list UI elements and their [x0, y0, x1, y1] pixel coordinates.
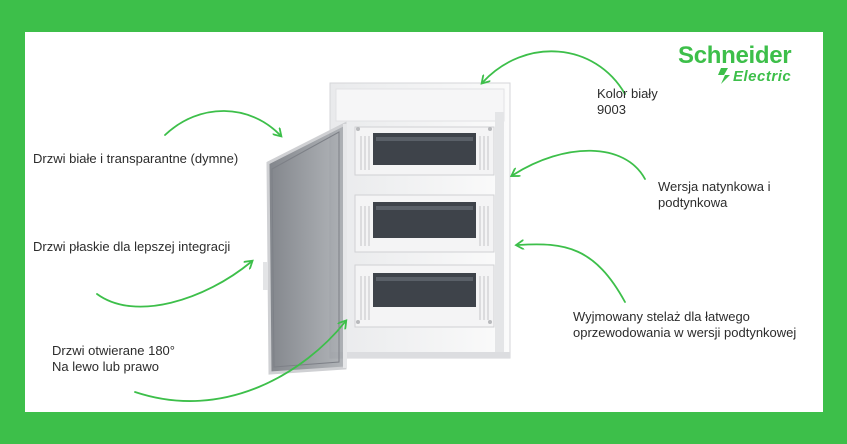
- label-frame: Wyjmowany stelaż dla łatwego oprzewodowa…: [573, 309, 797, 340]
- arrow-frame: [518, 244, 626, 303]
- arrow-doors-types: [164, 110, 280, 135]
- schneider-electric-logo: Schneider Electric: [678, 42, 792, 85]
- din-row-1: [354, 126, 495, 176]
- label-opening: Drzwi otwierane 180° Na lewo lub prawo: [52, 343, 175, 374]
- content-card: Kolor biały 9003 Drzwi białe i transpara…: [25, 32, 823, 412]
- din-row-2: [354, 194, 495, 253]
- brand-mark-icon: [718, 68, 730, 84]
- arrow-doors-flat: [96, 262, 251, 308]
- arrow-opening: [134, 322, 345, 402]
- label-color: Kolor biały 9003: [597, 86, 658, 117]
- transparent-door: [263, 121, 347, 375]
- din-row-3: [354, 264, 495, 328]
- distribution-board-illustration: [263, 82, 511, 375]
- annotation-arrows: [96, 50, 646, 402]
- arrow-mounting: [513, 149, 646, 180]
- arrow-color: [483, 50, 626, 95]
- label-mounting: Wersja natynkowa i podtynkowa: [658, 179, 771, 210]
- label-doors-flat: Drzwi płaskie dla lepszej integracji: [33, 239, 231, 254]
- mounting-screws: [356, 127, 492, 324]
- label-doors-types: Drzwi białe i transparantne (dymne): [33, 151, 239, 166]
